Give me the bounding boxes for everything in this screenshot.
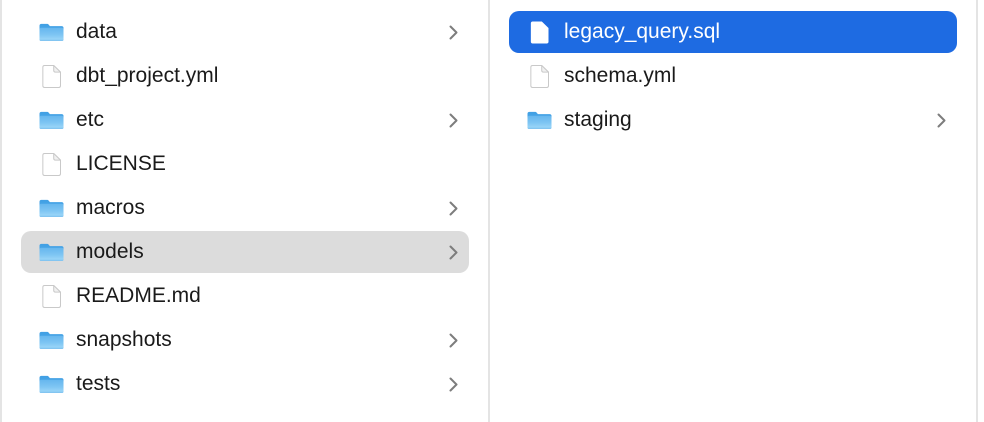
folder-icon [38, 370, 64, 398]
file-label: macros [76, 196, 145, 219]
file-column-parent: data dbt_project.yml [2, 0, 488, 422]
chevron-right-icon [448, 376, 459, 393]
file-label: snapshots [76, 328, 172, 351]
file-label: tests [76, 372, 121, 395]
chevron-right-icon [936, 112, 947, 129]
column-divider-left [0, 0, 2, 422]
column-spacer [978, 0, 984, 422]
chevron-right-icon [448, 200, 459, 217]
file-row[interactable]: README.md [21, 275, 469, 317]
file-icon [526, 18, 552, 46]
file-label: schema.yml [564, 64, 677, 87]
file-row[interactable]: snapshots [21, 319, 469, 361]
file-column-child: legacy_query.sql schema.yml [490, 0, 976, 422]
chevron-right-icon [448, 332, 459, 349]
chevron-right-icon [448, 24, 459, 41]
file-row[interactable]: models [21, 231, 469, 273]
file-row[interactable]: legacy_query.sql [509, 11, 957, 53]
folder-icon [526, 106, 552, 134]
file-label: LICENSE [76, 152, 166, 175]
chevron-right-icon [448, 244, 459, 261]
file-row[interactable]: dbt_project.yml [21, 55, 469, 97]
file-label: README.md [76, 284, 201, 307]
chevron-right-icon [448, 112, 459, 129]
file-icon [526, 62, 552, 90]
file-icon [38, 282, 64, 310]
file-label: models [76, 240, 144, 263]
file-label: dbt_project.yml [76, 64, 219, 87]
folder-icon [38, 326, 64, 354]
file-row[interactable]: schema.yml [509, 55, 957, 97]
file-row[interactable]: data [21, 11, 469, 53]
file-label: etc [76, 108, 105, 131]
column-divider-right [976, 0, 978, 422]
file-row[interactable]: etc [21, 99, 469, 141]
folder-icon [38, 238, 64, 266]
folder-icon [38, 106, 64, 134]
file-row[interactable]: tests [21, 363, 469, 405]
file-row[interactable]: LICENSE [21, 143, 469, 185]
folder-icon [38, 18, 64, 46]
file-row[interactable]: staging [509, 99, 957, 141]
column-divider-middle [488, 0, 490, 422]
file-icon [38, 62, 64, 90]
file-row[interactable]: macros [21, 187, 469, 229]
file-icon [38, 150, 64, 178]
file-label: staging [564, 108, 632, 131]
folder-icon [38, 194, 64, 222]
file-label: data [76, 20, 117, 43]
file-label: legacy_query.sql [564, 20, 721, 43]
